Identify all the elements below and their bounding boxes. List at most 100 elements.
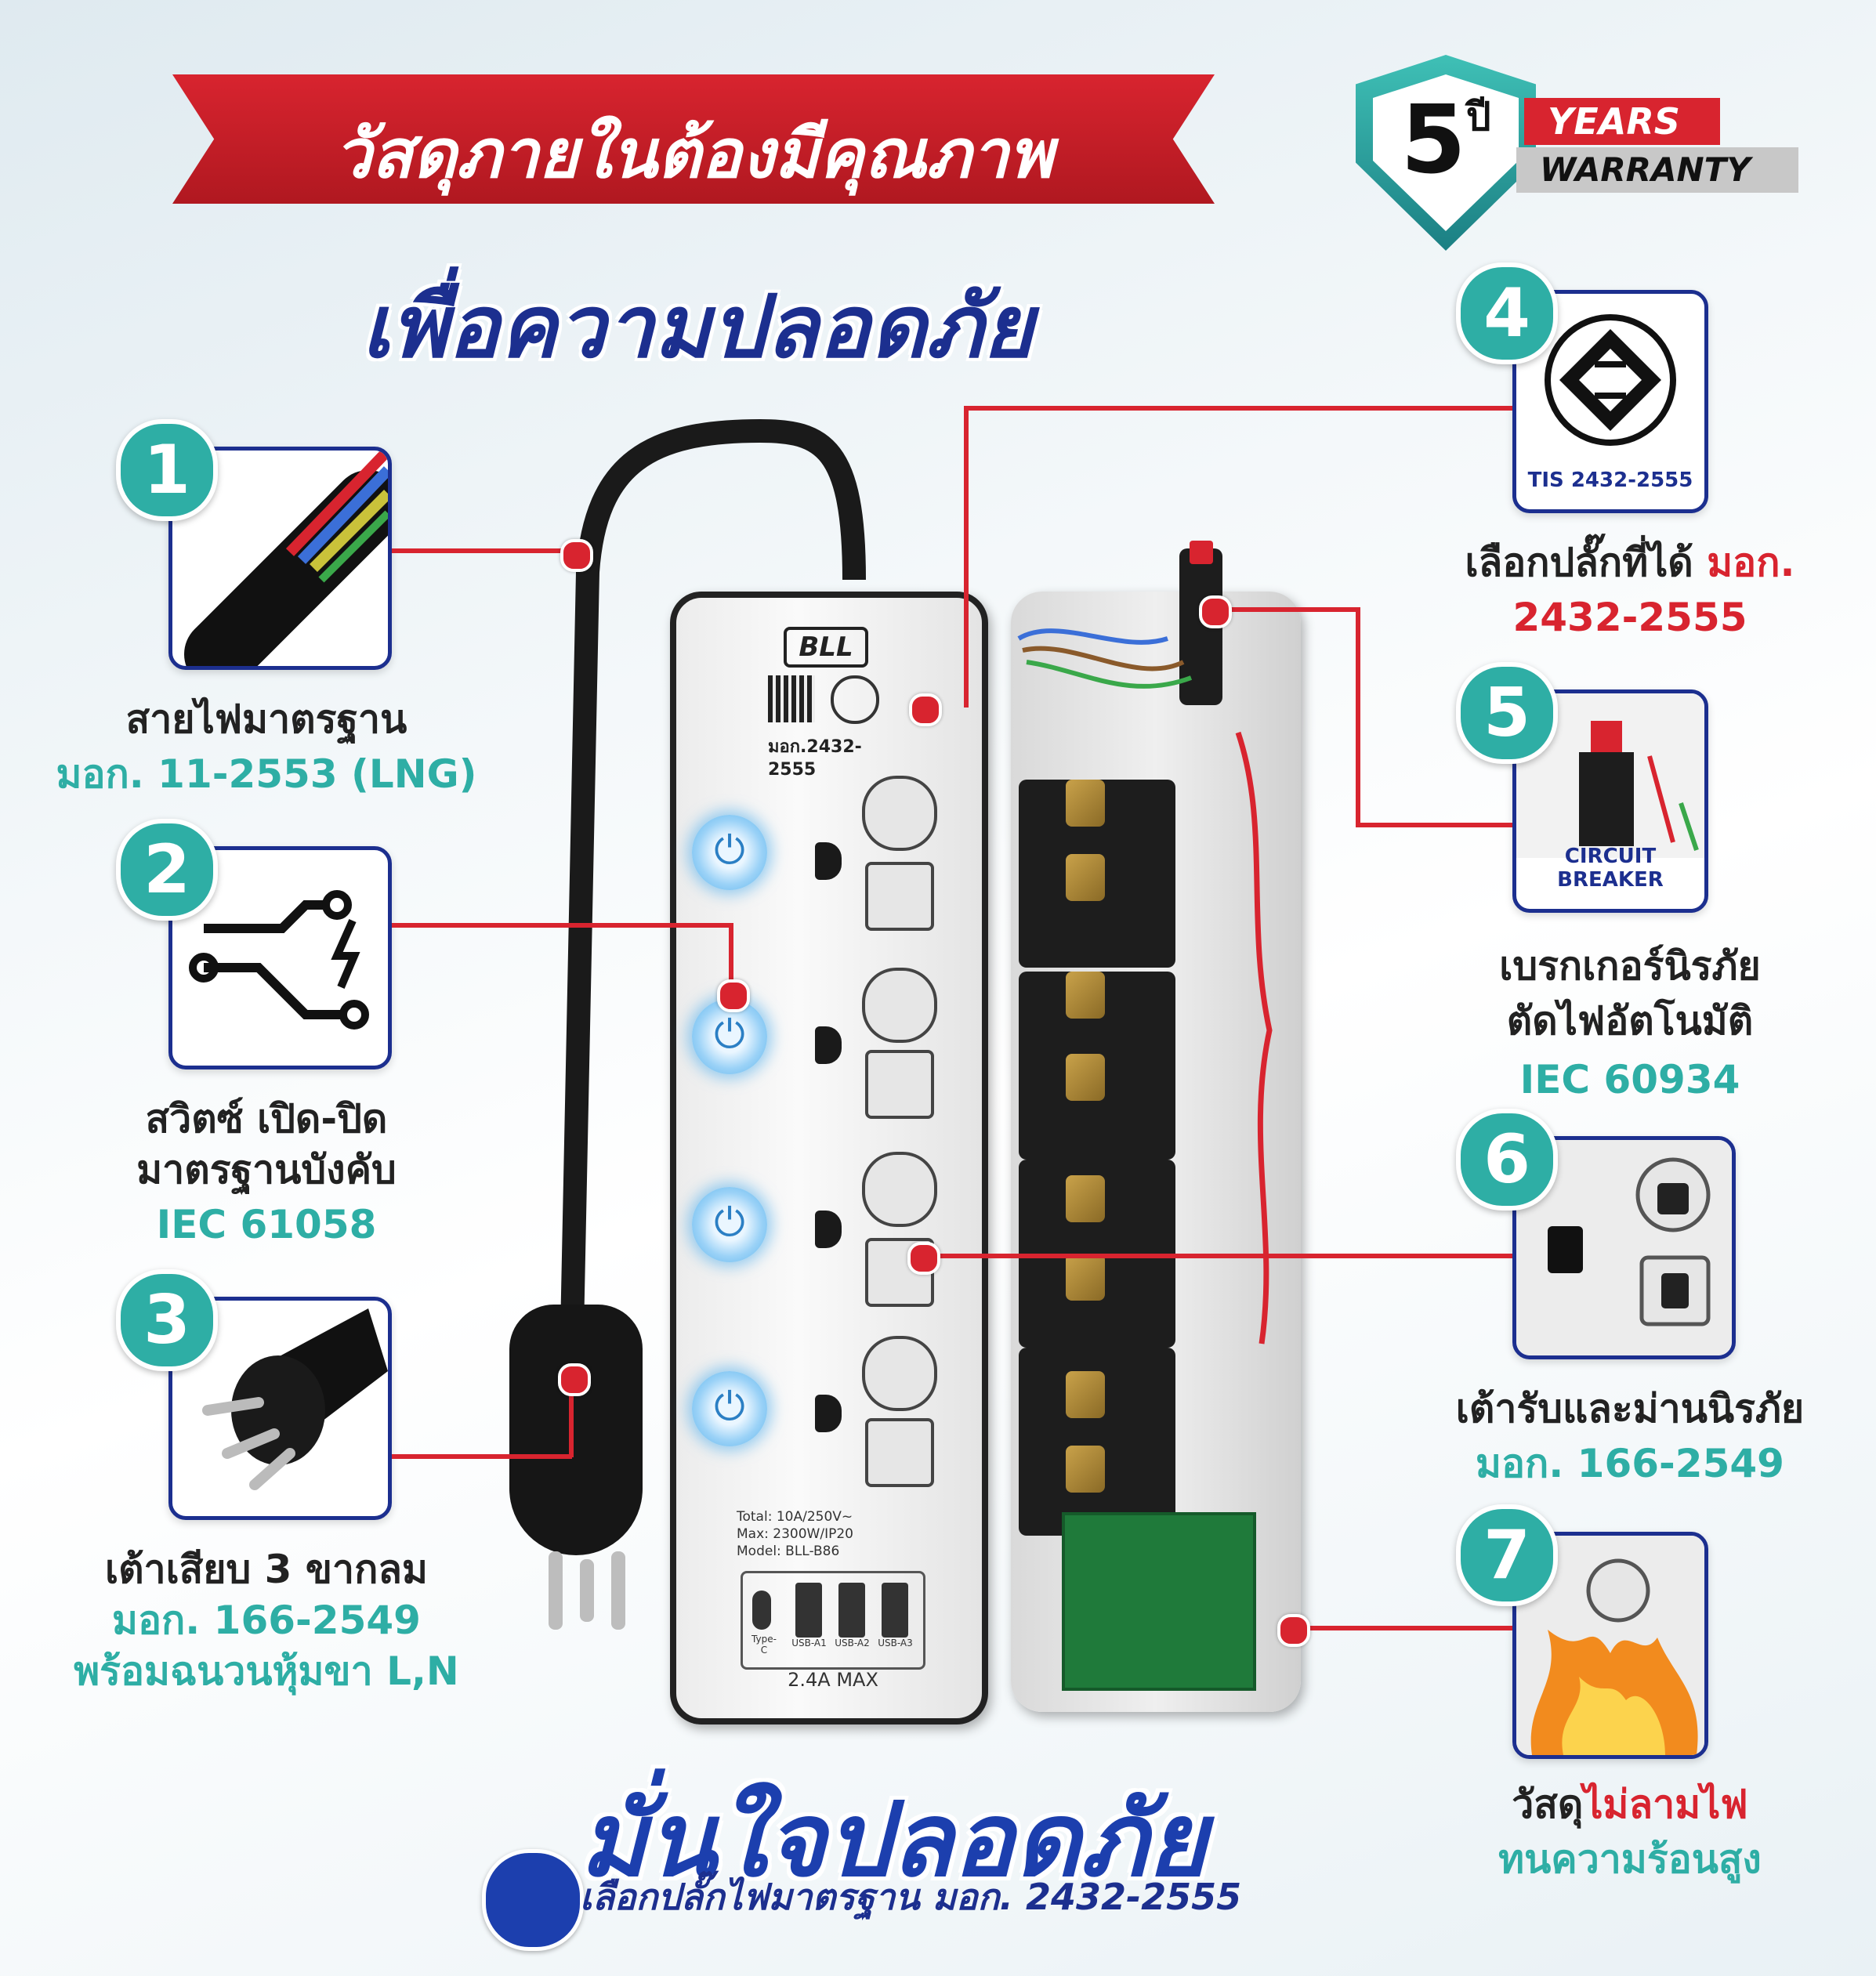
brass-contact-7 [1066, 1371, 1105, 1418]
feature-4-title: เลือกปลั๊กที่ได้ มอก. [1465, 540, 1795, 585]
footer-title: มั่นใจปลอดภัย [579, 1780, 1208, 1899]
spec-line-2: Max: 2300W/IP20 [737, 1526, 853, 1542]
feature-4-card: TIS 2432-2555 [1512, 290, 1708, 513]
plug-pin-2 [580, 1559, 594, 1622]
warranty-label: WARRANTY [1516, 147, 1798, 193]
feature-5-title-line2: ตัดไฟอัตโนมัติ [1506, 998, 1754, 1044]
switch-button-3[interactable] [692, 1187, 767, 1262]
feature-4-standard: 2432-2555 [1512, 595, 1747, 640]
usb-c-label: Type-C [751, 1634, 777, 1656]
footer-note: เลือกปลั๊กไฟมาตรฐาน มอก. 2432-2555 [580, 1876, 1242, 1918]
connector-4-dot [909, 693, 942, 726]
plug-icon [202, 1308, 388, 1490]
plug-body [509, 1305, 643, 1555]
feature-6-title: เต้ารับและม่านนิรภัย [1455, 1386, 1805, 1431]
outlet-square-4 [865, 1418, 934, 1487]
connector-7 [1297, 1626, 1512, 1630]
subtitle: เพื่อความปลอดภัย [361, 277, 1034, 377]
usb-c-port[interactable] [752, 1591, 771, 1630]
feature-3-extra: พร้อมฉนวนหุ้มขา L,N [74, 1648, 459, 1694]
outlet-round-4 [862, 1336, 937, 1411]
earth-hole-2 [815, 1026, 842, 1064]
switch-button-4[interactable] [692, 1371, 767, 1446]
qr-code-icon [768, 675, 815, 722]
banner-text: วัสดุภายในต้องมีคุณภาพ [334, 115, 1053, 194]
brass-contact-2 [1066, 854, 1105, 901]
warranty-years: YEARS [1524, 98, 1720, 145]
feature-3-number: 3 [116, 1269, 218, 1371]
feature-6-standard: มอก. 166-2549 [1476, 1441, 1784, 1486]
power-cable [560, 418, 866, 1333]
feature-7-standard: ทนความร้อนสูง [1498, 1837, 1762, 1882]
earth-hole-3 [815, 1211, 842, 1248]
feature-2-number: 2 [116, 819, 218, 921]
plug-pin-1 [549, 1551, 563, 1630]
usb-a3-label: USB-A3 [878, 1638, 913, 1648]
switch-button-2[interactable] [692, 999, 767, 1074]
usb-a2-label: USB-A2 [835, 1638, 870, 1648]
connector-1 [392, 548, 580, 553]
connector-5-v [1356, 607, 1360, 827]
spec-line-1: Total: 10A/250V~ [737, 1509, 853, 1525]
connector-2-dot [717, 979, 750, 1012]
connector-6 [921, 1254, 1512, 1258]
outlet-round-1 [862, 776, 937, 851]
feature-2-standard: IEC 61058 [156, 1202, 377, 1247]
feature-6-number: 6 [1456, 1109, 1558, 1211]
plug-pin-3 [611, 1551, 625, 1630]
usb-max-label: 2.4A MAX [788, 1669, 878, 1691]
brass-contact-6 [1066, 1254, 1105, 1301]
brand-logo: BLL [784, 627, 868, 668]
warranty-number: 5ปี [1400, 86, 1491, 195]
internal-wires [1017, 628, 1273, 1344]
power-strip-front [670, 592, 988, 1724]
feature-1-standard: มอก. 11-2553 (LNG) [56, 751, 477, 797]
connector-5-h2 [1356, 823, 1512, 827]
feature-2-title-line2: มาตรฐานบังคับ [136, 1147, 397, 1192]
connector-3-v [569, 1379, 574, 1457]
usb-a2-port[interactable] [838, 1583, 865, 1638]
spec-line-3: Model: BLL-B86 [737, 1544, 840, 1559]
brass-contact-3 [1066, 972, 1105, 1019]
connector-1-dot [560, 539, 593, 572]
feature-5-number: 5 [1456, 662, 1558, 764]
feature-5-standard: IEC 60934 [1519, 1057, 1740, 1102]
switch-button-1[interactable] [692, 815, 767, 890]
feature-4-number: 4 [1456, 262, 1558, 364]
footer-tis-icon [482, 1849, 584, 1951]
feature-2-title-line1: สวิตซ์ เปิด-ปิด [145, 1096, 388, 1142]
connector-4-v [964, 406, 969, 708]
brass-contact-8 [1066, 1446, 1105, 1493]
connector-7-dot [1277, 1614, 1310, 1647]
product-cert: มอก.2432-2555 [768, 737, 862, 780]
connector-3-dot [558, 1363, 591, 1396]
pcb-board [1062, 1512, 1256, 1691]
feature-3-title: เต้าเสียบ 3 ขากลม [104, 1547, 428, 1592]
earth-hole-4 [815, 1395, 842, 1432]
connector-4-h [964, 406, 1512, 411]
outlet-square-1 [865, 862, 934, 931]
feature-7-number: 7 [1456, 1504, 1558, 1606]
warranty-unit: ปี [1465, 94, 1491, 139]
brass-contact-4 [1066, 1054, 1105, 1101]
cable-wires-icon [184, 451, 388, 666]
socket-icon [1516, 1140, 1732, 1355]
earth-hole-1 [815, 842, 842, 880]
usb-a3-port[interactable] [882, 1583, 908, 1638]
connector-2-h [392, 923, 733, 928]
feature-3-standard: มอก. 166-2549 [112, 1598, 421, 1643]
feature-1-title: สายไฟมาตรฐาน [125, 697, 407, 742]
connector-5-dot [1199, 595, 1232, 628]
feature-7-title-highlight: ไม่ลามไฟ [1583, 1782, 1748, 1827]
breaker-button [1190, 541, 1213, 564]
outlet-round-2 [862, 968, 937, 1043]
feature-4-card-caption: TIS 2432-2555 [1527, 469, 1693, 492]
usb-a1-port[interactable] [795, 1583, 822, 1638]
connector-5-h1 [1222, 607, 1360, 612]
header-banner: วัสดุภายในต้องมีคุณภาพ [172, 74, 1215, 204]
tis-mark-icon [831, 675, 879, 724]
connector-3-h [392, 1454, 572, 1459]
outlet-round-3 [862, 1152, 937, 1227]
tis-logo-icon [1545, 314, 1676, 446]
feature-5-title-line1: เบรกเกอร์นิรภัย [1499, 943, 1761, 989]
